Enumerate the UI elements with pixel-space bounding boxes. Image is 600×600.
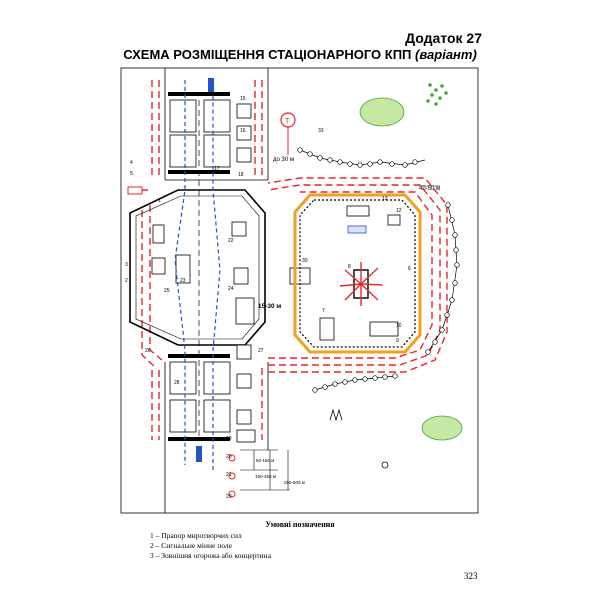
zone-number: 12 — [396, 208, 402, 214]
road-edges — [164, 68, 269, 513]
distance-label-4: 50-150 м — [256, 458, 274, 463]
base-camp-buildings — [319, 205, 401, 341]
scheme-frame — [120, 67, 479, 514]
title-main: СХЕМА РОЗМІЩЕННЯ СТАЦІОНАРНОГО КПП — [123, 47, 412, 62]
marker-t-label: Т — [285, 118, 290, 125]
checkpoint-building-inner — [135, 195, 260, 340]
zone-number: 25 — [164, 288, 170, 294]
base-camp-boundary — [293, 193, 422, 354]
zone-number: 22 — [228, 238, 234, 244]
zone-number: 30 — [302, 258, 308, 264]
zone-number: 20 — [226, 454, 232, 460]
zone-number: 28 — [174, 380, 180, 386]
page-title: СХЕМА РОЗМІЩЕННЯ СТАЦІОНАРНОГО КПП (варі… — [0, 47, 600, 62]
zone-number: 5 — [130, 171, 133, 177]
zone-number: 10 — [396, 323, 402, 329]
distance-label-2: 40-50 м — [419, 186, 440, 192]
zone-number: 13 — [382, 196, 388, 202]
distance-labels: до 30 м 40-50 м 15-30 м 50-150 м 150-250… — [255, 157, 440, 485]
building-rooms — [151, 221, 255, 325]
zone-number: 4 — [130, 160, 133, 166]
dimension-lines — [240, 185, 440, 491]
legend-item-minefield: 2 – Сигнальне мінне поле — [150, 541, 232, 550]
legend-title: Умовні позначення — [265, 520, 335, 529]
zone-number: 1 — [158, 198, 161, 204]
zone-number: 27 — [258, 348, 264, 354]
zone-number: 17 — [214, 166, 220, 172]
page-number: 323 — [464, 571, 478, 581]
zone-number: 15 — [240, 96, 246, 102]
distance-label-1: до 30 м — [273, 157, 294, 163]
title-variant: (варіант) — [415, 47, 477, 62]
legend-item-fence: 3 – Зовнішня огорожа або концертина — [150, 551, 272, 560]
signal-posts — [127, 186, 236, 498]
zone-number: 29 — [226, 494, 232, 500]
base-camp-wire — [299, 199, 416, 348]
legend: 1 – Прапор миротворчих сил 2 – Сигнальне… — [150, 531, 271, 561]
zone-number: 23 — [180, 278, 186, 284]
zone-number: 16 — [240, 128, 246, 134]
lane-direction-markers — [196, 78, 214, 462]
lane-boxes — [169, 99, 231, 433]
distance-label-3: 15-30 м — [258, 303, 281, 310]
vegetation — [329, 83, 463, 469]
traffic-flow-arrows — [174, 80, 221, 470]
command-post-arrows — [339, 262, 384, 306]
zone-number: 3 — [125, 262, 128, 268]
concertina-wire — [297, 147, 460, 393]
legend-item-flag: 1 – Прапор миротворчих сил — [150, 531, 242, 540]
zone-number: 26 — [145, 348, 151, 354]
zone-number: 9 — [396, 338, 399, 344]
zone-number: 19 — [226, 436, 232, 442]
appendix-label: Додаток 27 — [405, 30, 482, 46]
zone-number: 21 — [226, 472, 232, 478]
zone-number: 2 — [125, 278, 128, 284]
signal-minefield-lines — [130, 80, 448, 440]
distance-label-6: 250-500 м — [284, 480, 305, 485]
zone-number: 18 — [238, 172, 244, 178]
zone-number: 6 — [408, 266, 411, 272]
zone-number: 33 — [318, 128, 324, 134]
distance-label-5: 150-250 м — [255, 474, 276, 479]
zone-number: 8 — [348, 264, 351, 270]
zone-numbers: 4 5 1 3 2 15 16 17 18 22 23 24 25 26 27 … — [125, 96, 411, 500]
zone-number: 7 — [322, 308, 325, 314]
zone-number: 24 — [228, 286, 234, 292]
